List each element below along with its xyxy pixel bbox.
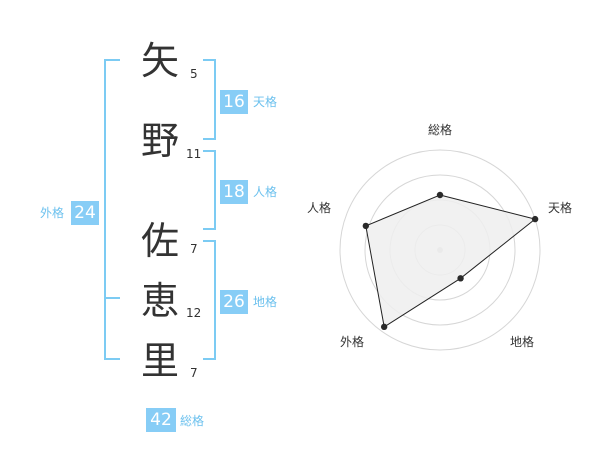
gaikaku-bracket [104, 59, 120, 360]
radar-ring [339, 149, 541, 351]
soukaku-label: 総格 [180, 414, 205, 428]
radar-axis-label-jinkaku: 人格 [307, 201, 332, 215]
tenkaku-value-box: 16 [220, 90, 248, 114]
radar-axis-label-chikaku: 地格 [510, 335, 535, 349]
stroke-count-4: 12 [186, 306, 202, 320]
gaikaku-label: 外格 [40, 206, 65, 220]
radar-axis-label-tenkaku: 天格 [548, 201, 573, 215]
radar-axis-label-soukaku: 総格 [428, 123, 453, 137]
chikaku-value-box: 26 [220, 290, 248, 314]
stroke-count-2: 11 [186, 147, 202, 161]
radar-chart [339, 149, 541, 351]
name-char-1: 矢 [141, 39, 180, 83]
jinkaku-bracket [203, 150, 216, 230]
stroke-count-5: 7 [190, 366, 198, 380]
radar-series-area [365, 194, 537, 328]
gaikaku-bracket-tick [104, 297, 120, 299]
tenkaku-label: 天格 [253, 95, 278, 109]
radar-point-5 [362, 222, 370, 230]
chikaku-label: 地格 [253, 295, 278, 309]
radar-ring [364, 174, 516, 326]
jinkaku-label: 人格 [253, 185, 278, 199]
radar-point-3 [457, 275, 464, 282]
name-char-5: 里 [141, 339, 180, 383]
name-char-3: 佐 [141, 219, 180, 263]
radar-point-1 [436, 191, 444, 199]
soukaku-value-box: 42 [146, 408, 176, 432]
stroke-count-1: 5 [190, 67, 198, 81]
radar-point-2 [531, 215, 539, 223]
stroke-count-3: 7 [190, 242, 198, 256]
name-char-2: 野 [141, 119, 180, 163]
gaikaku-value-box: 24 [71, 201, 99, 225]
tenkaku-bracket [203, 59, 216, 140]
name-char-4: 恵 [141, 279, 180, 323]
chikaku-bracket [203, 240, 216, 360]
jinkaku-value-box: 18 [220, 180, 248, 204]
radar-point-4 [380, 323, 388, 331]
radar-axis-label-gaikaku: 外格 [340, 335, 365, 349]
